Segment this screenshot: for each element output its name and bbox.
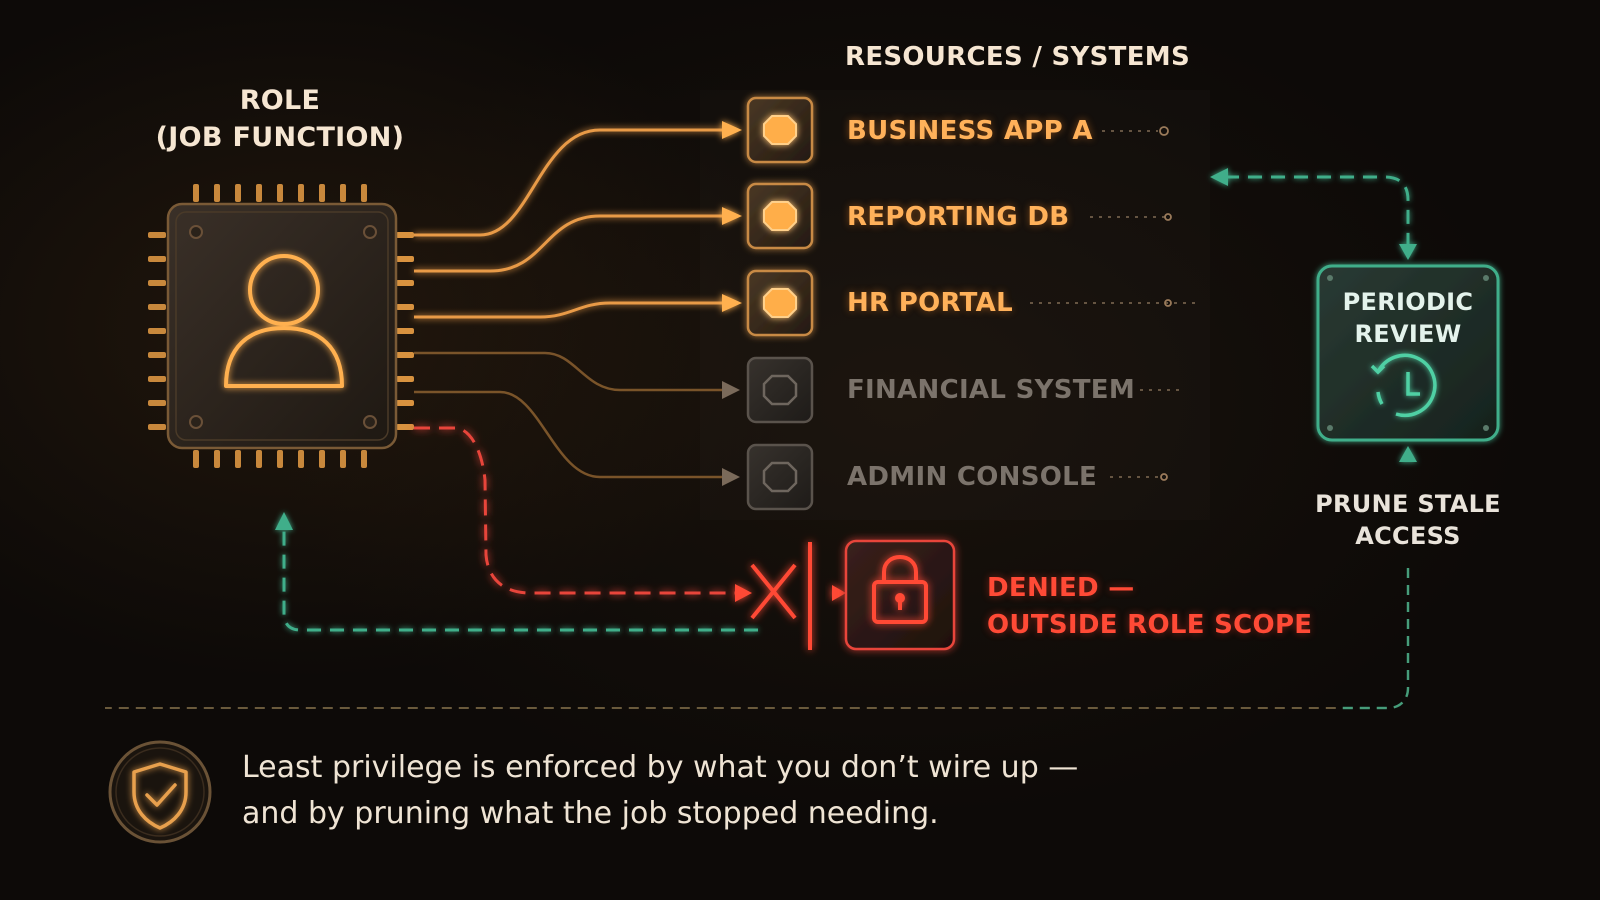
periodic-review-line1: PERIODIC — [1342, 288, 1474, 316]
trace-denied — [414, 426, 735, 595]
resource-node-reporting-db — [746, 182, 814, 250]
arrowheads-inactive — [722, 381, 740, 486]
role-title: ROLE (JOB FUNCTION) — [130, 82, 430, 156]
trace-admin-console — [414, 390, 725, 479]
footer-caption-line1: Least privilege is enforced by what you … — [242, 750, 1079, 785]
resource-label-reporting-db: REPORTING DB — [847, 202, 1070, 232]
review-loop-top — [1225, 175, 1410, 245]
resource-node-business-app — [746, 96, 814, 164]
denied-label: DENIED — OUTSIDE ROLE SCOPE — [987, 570, 1312, 644]
clock-icon — [1370, 353, 1437, 418]
prune-stale-label: PRUNE STALE ACCESS — [1306, 488, 1510, 552]
label-trailing-terminals — [1159, 126, 1172, 481]
prune-stale-line1: PRUNE STALE — [1315, 490, 1501, 518]
active-traces — [414, 128, 725, 319]
chip-pins-bottom — [193, 450, 367, 468]
resources-header: RESOURCES / SYSTEMS — [845, 42, 1190, 72]
inactive-traces — [414, 351, 725, 479]
review-loop-arrowheads — [275, 168, 1417, 530]
chip-pins-top — [193, 184, 367, 202]
trace-reporting-db — [414, 214, 725, 273]
role-title-line1: ROLE — [239, 85, 321, 116]
person-icon — [224, 254, 344, 388]
arrowheads-active — [722, 121, 742, 312]
resource-node-hr-portal — [746, 269, 814, 337]
resource-label-business-app: BUSINESS APP A — [847, 116, 1093, 146]
resource-label-financial-system: FINANCIAL SYSTEM — [847, 375, 1136, 405]
prune-stale-line2: ACCESS — [1355, 522, 1461, 550]
chip-pins-right — [396, 232, 414, 430]
denied-stub-arrowhead — [832, 585, 846, 601]
footer-caption: Least privilege is enforced by what you … — [242, 745, 1078, 837]
trace-hr-portal — [414, 301, 725, 319]
shield-check-icon — [108, 740, 212, 844]
trace-financial-system — [414, 351, 725, 392]
trace-business-app — [414, 128, 725, 237]
resource-label-admin-console: ADMIN CONSOLE — [847, 462, 1098, 492]
role-chip — [148, 184, 414, 468]
footer-caption-line2: and by pruning what the job stopped need… — [242, 796, 939, 831]
chip-pins-left — [148, 232, 166, 430]
lock-node — [844, 539, 956, 651]
resource-label-hr-portal: HR PORTAL — [847, 288, 1013, 318]
resource-node-admin-console — [746, 443, 814, 511]
denied-arrowhead — [735, 584, 752, 602]
prune-loop-segment — [1340, 568, 1410, 710]
periodic-review-title: PERIODIC REVIEW — [1316, 286, 1500, 350]
periodic-review-line2: REVIEW — [1354, 320, 1462, 348]
review-loop — [282, 175, 1410, 632]
periodic-review-node — [1316, 264, 1500, 442]
denied-label-line1: DENIED — — [987, 573, 1135, 603]
review-loop-return — [282, 528, 758, 632]
resource-node-financial-system — [746, 356, 814, 424]
role-title-line2: (JOB FUNCTION) — [155, 122, 405, 153]
denied-x-mark — [750, 542, 812, 650]
label-trailing-dots — [1030, 130, 1200, 478]
denied-label-line2: OUTSIDE ROLE SCOPE — [987, 610, 1313, 640]
lock-icon — [872, 555, 928, 624]
